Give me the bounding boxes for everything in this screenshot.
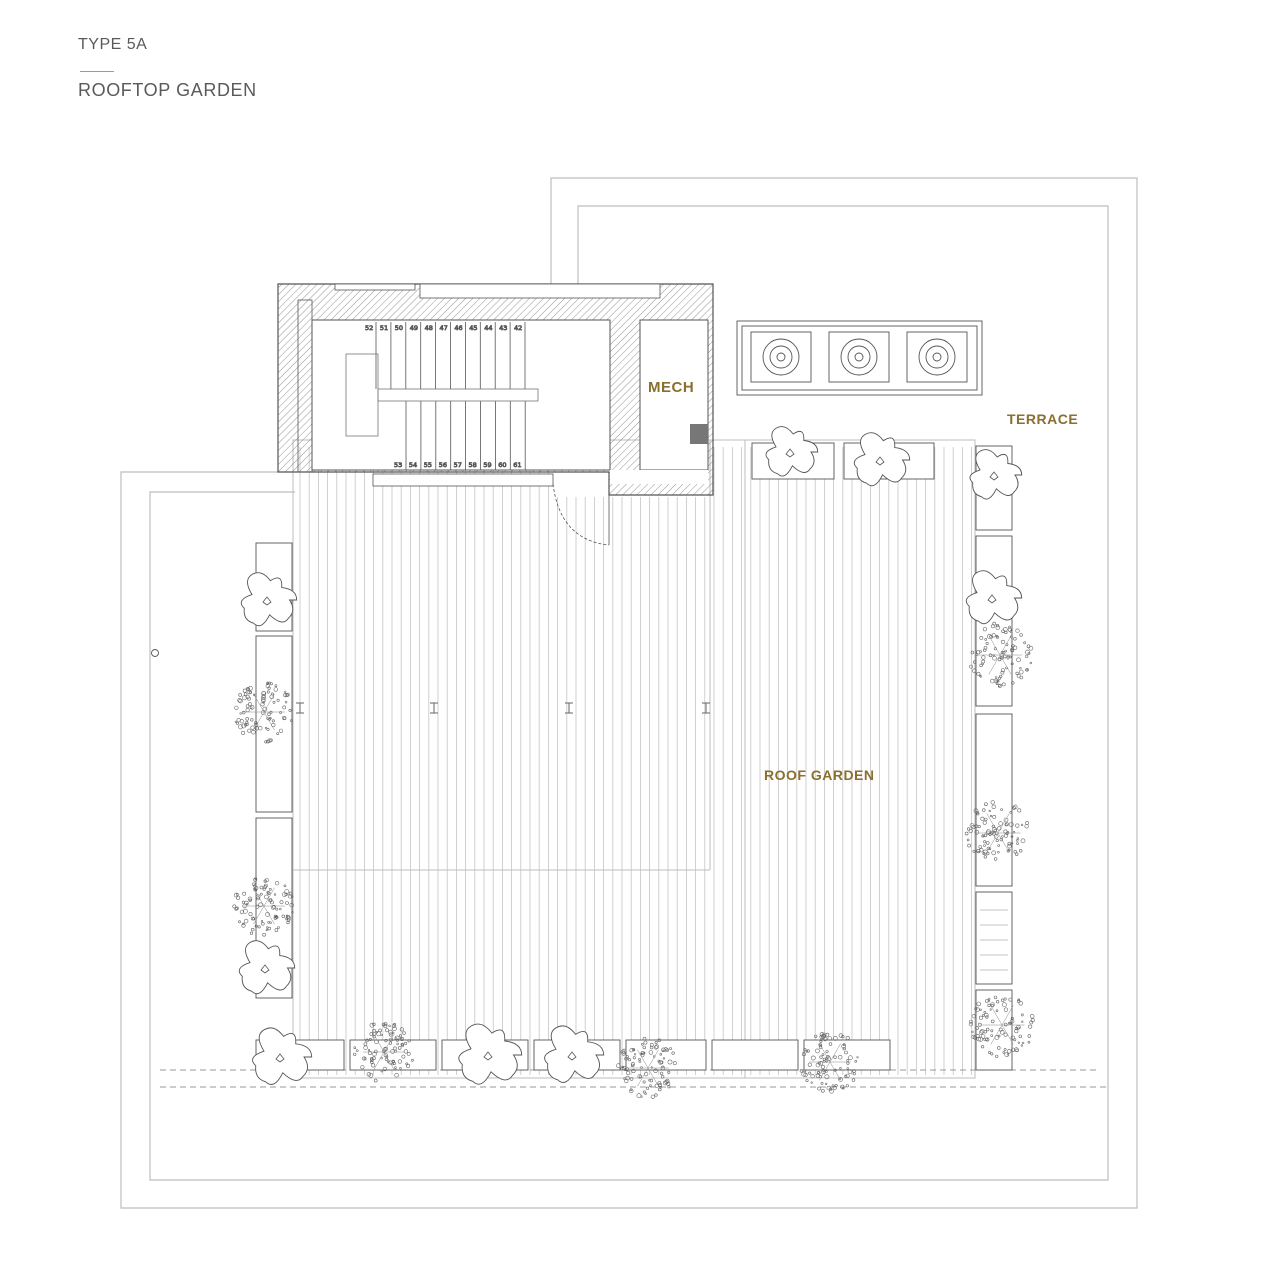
beam-markers [296, 702, 710, 714]
step-number: 52 [365, 324, 373, 332]
planter [625, 1039, 707, 1071]
unit-type-title: TYPE 5A [78, 36, 148, 53]
step-number: 54 [409, 461, 417, 469]
step-number: 57 [454, 461, 462, 469]
step-number: 61 [513, 461, 521, 469]
bush-icon [353, 1022, 414, 1083]
stair-treads: 52 51 50 49 48 47 46 45 44 43 42 53 54 55 56 57 58 59 60 61 [365, 322, 526, 470]
site-boundary [120, 177, 1138, 1209]
step-number: 58 [469, 461, 477, 469]
step-number: 60 [498, 461, 506, 469]
decking-outline [292, 439, 976, 1079]
shrub-icon [544, 1025, 605, 1083]
step-number: 42 [514, 324, 522, 332]
fan-icon [750, 331, 812, 383]
planting [232, 426, 1035, 1099]
shrub-icon [965, 570, 1023, 625]
shrub-icon [252, 1027, 313, 1085]
step-number: 59 [483, 461, 491, 469]
step-number: 56 [439, 461, 447, 469]
bush-icon [968, 995, 1035, 1058]
shrub-icon [240, 572, 298, 627]
level-title: ROOFTOP GARDEN [78, 80, 257, 100]
step-number: 43 [499, 324, 507, 332]
step-number: 47 [440, 324, 448, 332]
fan-icon [828, 331, 890, 383]
bush-icon [234, 681, 293, 744]
bush-icon [964, 800, 1030, 861]
planter [975, 891, 1013, 985]
mechanical-fan-unit [736, 320, 983, 396]
planter [255, 635, 293, 813]
stair-landing [345, 353, 539, 437]
timber-decking [299, 447, 972, 1075]
bush-icon [969, 621, 1034, 688]
step-number: 53 [394, 461, 402, 469]
step-number: 49 [410, 324, 418, 332]
planter [711, 1039, 799, 1071]
bush-icon [799, 1032, 859, 1094]
step-number: 50 [395, 324, 403, 332]
planter [803, 1039, 891, 1071]
step-number: 51 [380, 324, 388, 332]
fan-icon [906, 331, 968, 383]
shrub-icon [238, 940, 296, 995]
seating-steps [980, 909, 1008, 971]
step-number: 48 [425, 324, 433, 332]
door-swing [552, 483, 610, 546]
planter [975, 989, 1013, 1071]
room-label-terrace: TERRACE [1007, 411, 1078, 427]
shrub-icon [969, 449, 1023, 500]
title-divider [80, 71, 114, 72]
drain-point [151, 649, 159, 657]
step-number: 46 [454, 324, 462, 332]
shrub-icon [765, 426, 819, 477]
room-label-roof-garden: ROOF GARDEN [764, 767, 875, 783]
step-number: 44 [484, 324, 492, 332]
planter [975, 713, 1013, 887]
step-number: 55 [424, 461, 432, 469]
shrub-icon [458, 1023, 523, 1085]
bush-icon [616, 1036, 677, 1099]
stair-core [277, 283, 714, 496]
bush-icon [232, 877, 294, 937]
planter-boxes [255, 442, 1013, 1071]
shrub-icon [853, 432, 911, 487]
room-label-mech: MECH [648, 379, 694, 396]
step-number: 45 [469, 324, 477, 332]
